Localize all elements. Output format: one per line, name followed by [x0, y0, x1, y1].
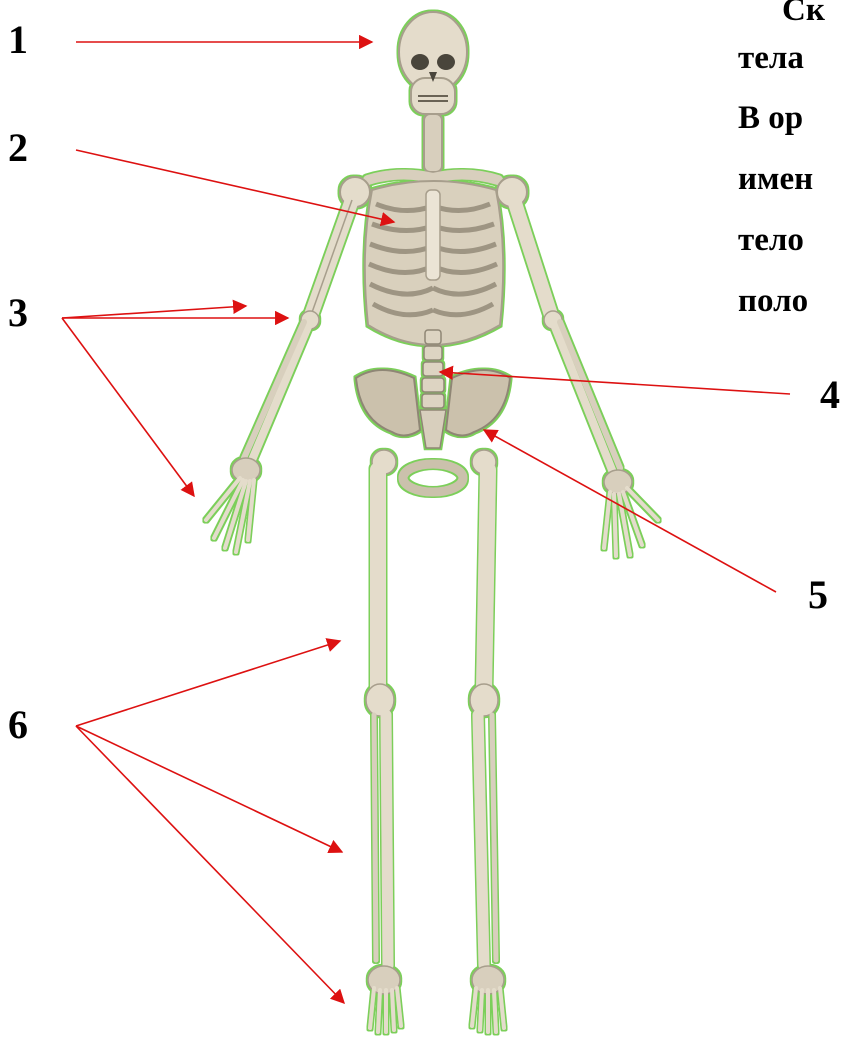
label-1: 1 — [8, 20, 28, 60]
right-leg — [470, 450, 504, 1032]
side-text-line-3: В ор — [738, 102, 803, 135]
side-text-line-5: тело — [738, 224, 804, 257]
spine — [422, 330, 444, 408]
arrow-6-shin — [76, 726, 342, 852]
left-arm — [206, 200, 352, 552]
label-6: 6 — [8, 705, 28, 745]
skull — [399, 12, 467, 114]
label-5: 5 — [808, 575, 828, 615]
side-text-line-6: поло — [738, 285, 808, 318]
side-text-line-1: Ск — [782, 0, 825, 27]
arrow-6-foot — [76, 726, 344, 1003]
arrow-5-pelvis — [484, 430, 776, 592]
label-3: 3 — [8, 293, 28, 333]
arrow-3-hand — [62, 318, 194, 496]
label-2: 2 — [8, 128, 28, 168]
arrow-3-forearm-visible-pointer — [62, 306, 246, 318]
left-leg — [366, 450, 401, 1032]
label-4: 4 — [820, 375, 840, 415]
skeleton-body — [206, 12, 658, 1032]
arrow-6-thigh — [76, 641, 340, 726]
side-text-line-4: имен — [738, 163, 813, 196]
rib-cage — [365, 181, 503, 345]
side-text-line-2: тела — [738, 42, 804, 75]
